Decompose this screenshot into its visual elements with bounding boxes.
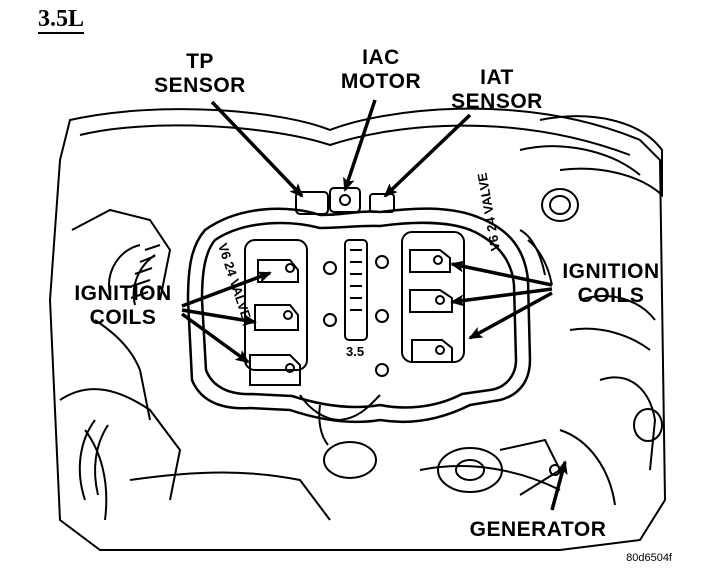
ignition-coils-right-leader-3 <box>468 291 553 340</box>
ignition-coils-left-line2: COILS <box>89 306 157 329</box>
tp-sensor-leader <box>210 100 304 198</box>
ignition-coils-right-leader-2 <box>450 287 553 307</box>
throttle-body <box>295 187 395 215</box>
ignition-coils-right-line2: COILS <box>577 284 645 307</box>
ignition-coils-left-leader-2 <box>181 308 257 326</box>
ignition-coils-right-line1: IGNITION <box>562 260 660 283</box>
ignition-coils-left-line1: IGNITION <box>74 282 172 305</box>
engine-badge-right: V6 24 VALVE <box>474 171 503 252</box>
ignition-coils-right-label: IGNITION COILS <box>554 260 668 308</box>
iac-motor-label-line2: MOTOR <box>340 70 422 93</box>
iat-sensor-label-line2: SENSOR <box>451 90 543 113</box>
engine-center-badge: 3.5 <box>346 344 364 359</box>
iac-motor-label-line1: IAC <box>362 46 400 69</box>
oil-cap <box>541 188 663 442</box>
tp-sensor-label-line1: TP <box>186 50 214 73</box>
right-coil-bank <box>401 231 465 363</box>
iat-sensor-leader <box>383 113 472 198</box>
generator <box>323 438 562 496</box>
air-intake-hose <box>78 244 161 501</box>
wiring-harness <box>299 229 553 446</box>
engine-title: 3.5L <box>38 6 85 34</box>
left-coil-bank <box>244 239 308 386</box>
generator-label: GENERATOR <box>469 518 607 541</box>
ignition-coils-left-leader-1 <box>181 271 272 308</box>
ignition-coils-right-leader-1 <box>450 260 553 287</box>
ignition-coils-left-leader-3 <box>180 312 250 364</box>
figure-id: 80d6504f <box>626 552 672 564</box>
cover-bolts <box>323 239 389 377</box>
iac-motor-leader <box>343 99 377 192</box>
iat-sensor-label-line1: IAT <box>480 66 514 89</box>
iat-sensor-label: IAT SENSOR <box>442 66 552 114</box>
tp-sensor-label-line2: SENSOR <box>154 74 246 97</box>
tp-sensor-label: TP SENSOR <box>148 50 252 98</box>
intake-manifold-cover <box>186 207 532 424</box>
ignition-coils-left-label: IGNITION COILS <box>66 282 180 330</box>
engine-bay-outline <box>48 107 667 551</box>
iac-motor-label: IAC MOTOR <box>334 46 428 94</box>
leader-lines <box>180 99 568 511</box>
generator-leader <box>550 460 568 511</box>
